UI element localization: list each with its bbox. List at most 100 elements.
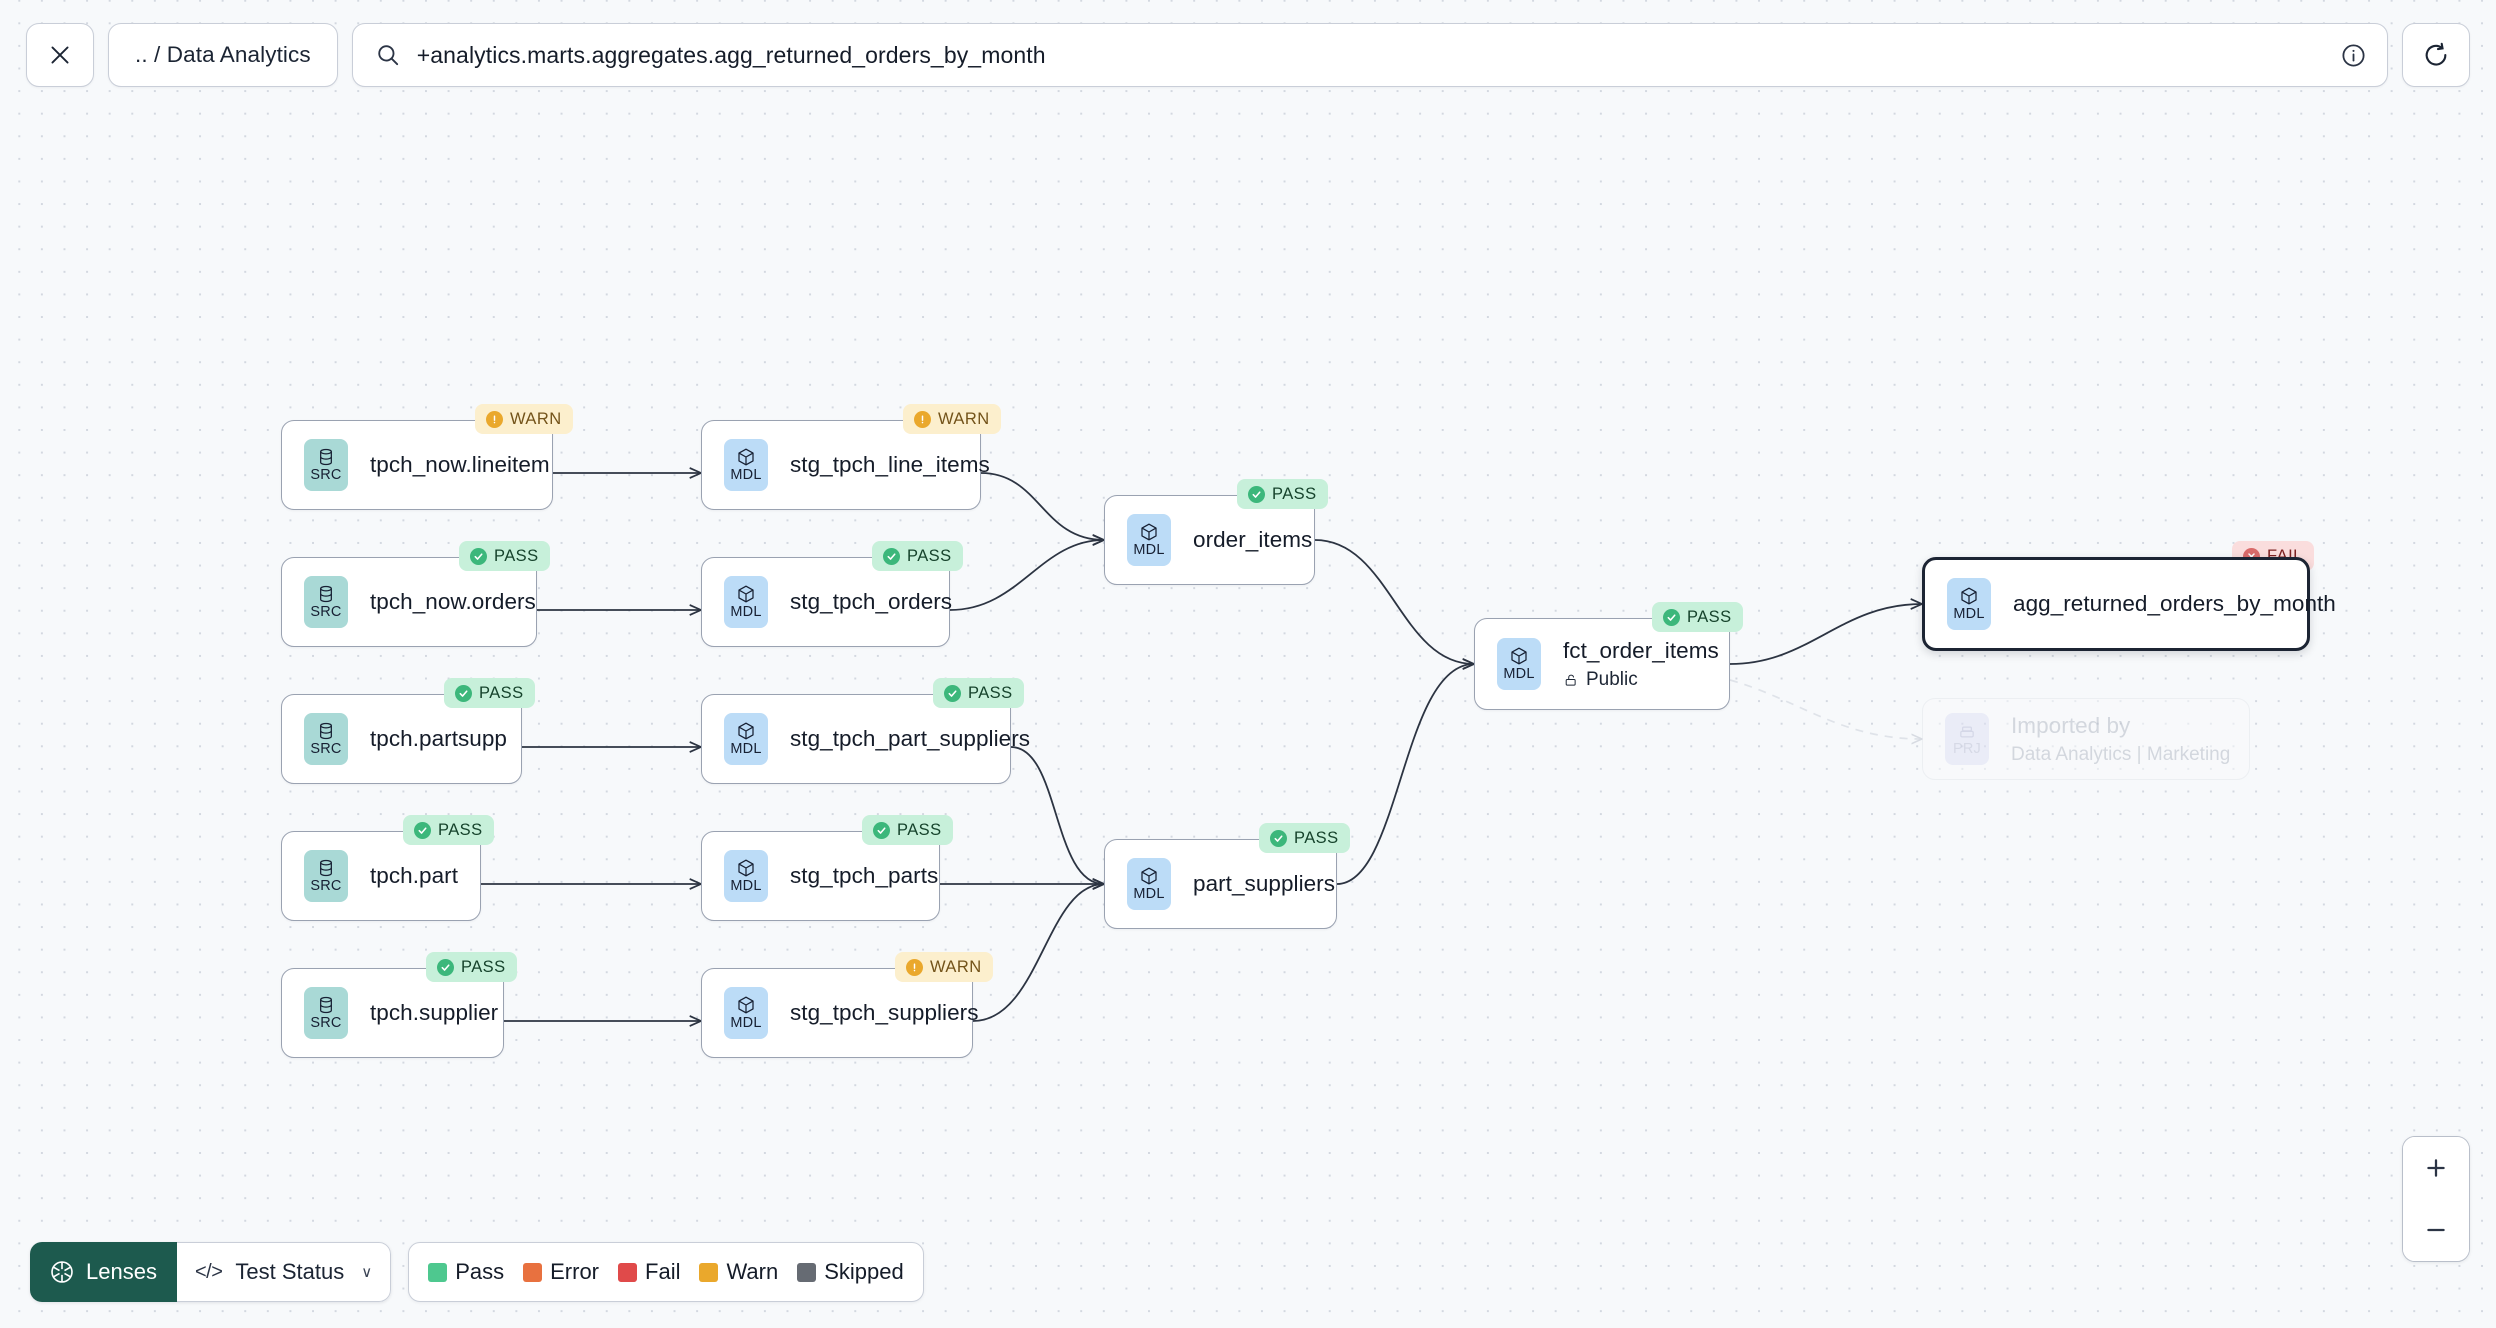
node-title: tpch.part <box>370 863 458 888</box>
status-badge-label: PASS <box>1272 484 1317 503</box>
status-badge-label: PASS <box>479 683 524 702</box>
node-kind-label: SRC <box>310 467 342 484</box>
cube-icon <box>738 448 754 466</box>
exclamation-icon <box>921 415 924 423</box>
search-icon <box>378 45 398 66</box>
check-icon <box>459 689 468 697</box>
search-input[interactable] <box>416 41 2324 69</box>
node-title: stg_tpch_suppliers <box>790 1000 979 1025</box>
node-kind-label: MDL <box>1133 886 1165 903</box>
lenses-label: Lenses <box>86 1259 157 1284</box>
legend-swatch-fail <box>618 1262 638 1282</box>
cube-icon <box>738 996 754 1014</box>
graph-node-tpch_part[interactable]: SRC tpch.part <box>281 831 481 921</box>
close-icon <box>51 46 69 64</box>
legend-swatch-warn <box>699 1262 719 1282</box>
cube-icon <box>1511 647 1527 665</box>
node-text: tpch.partsupp <box>370 726 507 752</box>
node-text: tpch_now.lineitem <box>370 452 550 478</box>
graph-node-stg_tpch_line_items[interactable]: MDL stg_tpch_line_items <box>701 420 990 510</box>
node-kind-label: MDL <box>1133 542 1165 559</box>
status-badge-pass: PASS <box>1237 479 1328 509</box>
info-icon[interactable] <box>2340 42 2367 69</box>
legend-item-skipped[interactable]: Skipped <box>797 1259 904 1285</box>
search-bar[interactable] <box>351 23 2388 87</box>
node-kind-label: MDL <box>1953 606 1985 623</box>
status-badge-pass: PASS <box>872 541 963 571</box>
node-text: fct_order_items Public <box>1563 638 1719 691</box>
zoom-out-button[interactable] <box>2403 1199 2469 1261</box>
check-icon <box>418 826 427 834</box>
project-icon <box>1960 726 1974 738</box>
legend-item-pass[interactable]: Pass <box>428 1259 504 1285</box>
status-badge-pass: PASS <box>1652 602 1743 632</box>
status-badge-label: PASS <box>438 820 483 839</box>
status-badge-label: WARN <box>930 957 982 976</box>
breadcrumb: .. / Data Analytics <box>135 42 311 67</box>
graph-node-fct_order_items[interactable]: MDL fct_order_items Public <box>1474 618 1730 710</box>
check-icon <box>948 689 957 697</box>
check-icon <box>1252 490 1261 498</box>
graph-node-tpch_supplier[interactable]: SRC tpch.supplier <box>281 968 504 1058</box>
legend-item-error[interactable]: Error <box>523 1259 599 1285</box>
top-toolbar: .. / Data Analytics <box>0 0 2496 110</box>
status-badge-warn: WARN <box>895 952 993 982</box>
close-button[interactable] <box>26 23 94 87</box>
breadcrumb-button[interactable]: .. / Data Analytics <box>108 23 338 87</box>
node-kind-label: SRC <box>310 741 342 758</box>
status-badge-pass: PASS <box>403 815 494 845</box>
cube-icon <box>1961 587 1977 605</box>
legend-label: Skipped <box>824 1259 904 1284</box>
graph-node-stg_tpch_part_supp[interactable]: MDL stg_tpch_part_suppliers <box>701 694 1030 784</box>
graph-node-order_items[interactable]: MDL order_items <box>1104 495 1315 585</box>
legend-label: Warn <box>726 1259 779 1284</box>
node-kind-badge-mdl: MDL <box>1497 638 1541 690</box>
status-badge-label: WARN <box>938 409 990 428</box>
check-icon <box>1274 834 1283 842</box>
node-subtitle-text: Data Analytics | Marketing <box>2011 743 2231 765</box>
node-kind-badge-mdl: MDL <box>724 713 768 765</box>
lenses-button[interactable]: Lenses <box>30 1242 177 1302</box>
plus-icon <box>2427 1159 2445 1177</box>
node-kind-label: SRC <box>310 878 342 895</box>
node-kind-badge-src: SRC <box>304 439 348 491</box>
cube-icon <box>738 585 754 603</box>
graph-node-stg_tpch_parts[interactable]: MDL stg_tpch_parts <box>701 831 940 921</box>
graph-node-part_suppliers[interactable]: MDL part_suppliers <box>1104 839 1337 929</box>
minus-icon <box>2427 1228 2445 1232</box>
chevron-down-icon: ∨ <box>361 1264 373 1281</box>
node-title: tpch.partsupp <box>370 726 507 751</box>
graph-node-tpch_now_lineitem[interactable]: SRC tpch_now.lineitem <box>281 420 553 510</box>
graph-node-imported_by_project[interactable]: PRJ Imported by Data Analytics | Marketi… <box>1922 698 2250 780</box>
test-status-dropdown[interactable]: </> Test Status ∨ <box>176 1242 392 1302</box>
node-subtitle-text: Public <box>1586 668 1638 690</box>
node-title: stg_tpch_parts <box>790 863 939 888</box>
cube-icon <box>738 859 754 877</box>
node-subtitle: Data Analytics | Marketing <box>2011 744 2230 766</box>
legend-item-fail[interactable]: Fail <box>618 1259 680 1285</box>
graph-node-agg_returned_orders[interactable]: MDL agg_returned_orders_by_month <box>1922 557 2336 651</box>
graph-node-stg_tpch_suppliers[interactable]: MDL stg_tpch_suppliers <box>701 968 978 1058</box>
graph-node-stg_tpch_orders[interactable]: MDL stg_tpch_orders <box>701 557 952 647</box>
status-badge-label: PASS <box>1294 828 1339 847</box>
node-text: tpch.supplier <box>370 1000 498 1026</box>
node-kind-badge-mdl: MDL <box>1127 858 1171 910</box>
node-kind-label: MDL <box>730 467 762 484</box>
legend-swatch-error <box>523 1262 543 1282</box>
legend-item-warn[interactable]: Warn <box>699 1259 778 1285</box>
node-kind-label: MDL <box>730 878 762 895</box>
cube-icon <box>1141 523 1157 541</box>
status-badge-label: PASS <box>1687 607 1732 626</box>
graph-node-tpch_now_orders[interactable]: SRC tpch_now.orders <box>281 557 537 647</box>
graph-node-tpch_partsupp[interactable]: SRC tpch.partsupp <box>281 694 522 784</box>
node-title: stg_tpch_part_suppliers <box>790 726 1031 751</box>
check-icon <box>877 826 886 834</box>
refresh-button[interactable] <box>2402 23 2470 87</box>
node-text: order_items <box>1193 527 1312 553</box>
node-kind-badge-prj: PRJ <box>1945 713 1989 765</box>
check-icon <box>887 552 896 560</box>
zoom-in-button[interactable] <box>2403 1137 2469 1199</box>
node-kind-label: MDL <box>1503 666 1535 683</box>
